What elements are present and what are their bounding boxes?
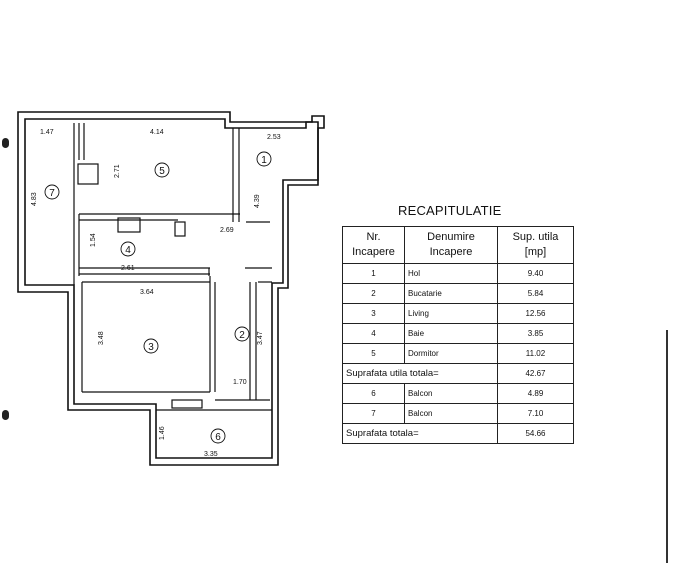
row-area: 4.89 <box>497 383 574 404</box>
table-row: 1 Hol 9.40 <box>342 263 574 284</box>
room-1-marker <box>256 151 272 167</box>
dim-1-47: 1.47 <box>40 129 54 136</box>
header-area: Sup. utila [mp] <box>497 226 574 264</box>
room-markers <box>44 151 272 444</box>
room-4-marker <box>120 241 136 257</box>
dim-4-14: 4.14 <box>150 129 164 136</box>
table-row: 5 Dormitor 11.02 <box>342 343 574 364</box>
row-nr: 6 <box>342 383 405 404</box>
subtotal-value: 42.67 <box>497 363 574 384</box>
dimension-labels: 1.47 4.14 2.53 2.71 4.83 4.39 2.69 1.54 … <box>31 129 281 458</box>
dim-3-48: 3.48 <box>98 331 105 345</box>
row-area: 7.10 <box>497 403 574 424</box>
dim-1-46: 1.46 <box>159 426 166 440</box>
header-nr: Nr. Incapere <box>342 226 405 264</box>
header-name-text: Denumire Incapere <box>427 231 475 258</box>
row-nr: 1 <box>342 263 405 284</box>
row-nr: 3 <box>342 303 405 324</box>
dim-1-54: 1.54 <box>90 233 97 247</box>
row-area: 5.84 <box>497 283 574 304</box>
room-1-number: 1 <box>261 155 267 166</box>
room-3-marker <box>143 338 159 354</box>
room-6-number: 6 <box>215 432 221 443</box>
table-row: 6 Balcon 4.89 <box>342 383 574 404</box>
recap-table: Nr. Incapere Denumire Incapere Sup. util… <box>342 226 574 444</box>
room-6-marker <box>210 428 226 444</box>
row-name: Baie <box>404 323 498 344</box>
punch-hole-mark <box>2 410 9 420</box>
row-name: Dormitor <box>404 343 498 364</box>
row-area: 11.02 <box>497 343 574 364</box>
dim-3-64: 3.64 <box>140 289 154 296</box>
total-row: Suprafata totala= 54.66 <box>342 423 574 444</box>
table-row: 2 Bucatarie 5.84 <box>342 283 574 304</box>
room-7-marker <box>44 184 60 200</box>
dim-1-70: 1.70 <box>233 379 247 386</box>
table-row: 4 Baie 3.85 <box>342 323 574 344</box>
recap-title: RECAPITULATIE <box>398 203 502 218</box>
page-edge-line <box>666 330 668 563</box>
outer-walls <box>17 111 325 466</box>
row-name: Balcon <box>404 383 498 404</box>
row-nr: 2 <box>342 283 405 304</box>
dim-3-47: 3.47 <box>257 331 264 345</box>
row-area: 3.85 <box>497 323 574 344</box>
table-row: 3 Living 12.56 <box>342 303 574 324</box>
room-numbers: 1 2 3 4 5 6 7 <box>49 155 267 443</box>
total-value: 54.66 <box>497 423 574 444</box>
interior-walls <box>73 123 272 411</box>
row-nr: 4 <box>342 323 405 344</box>
dim-4-83: 4.83 <box>31 192 38 206</box>
dim-3-35: 3.35 <box>204 451 218 458</box>
room-2-marker <box>234 326 250 342</box>
dim-2-53: 2.53 <box>267 134 281 141</box>
room-5-number: 5 <box>159 166 165 177</box>
row-area: 12.56 <box>497 303 574 324</box>
header-name: Denumire Incapere <box>404 226 498 264</box>
dim-4-39: 4.39 <box>254 194 261 208</box>
row-name: Living <box>404 303 498 324</box>
room-5-marker <box>154 162 170 178</box>
subtotal-row: Suprafata utila totala= 42.67 <box>342 363 574 384</box>
room-3-number: 3 <box>148 342 154 353</box>
table-header-row: Nr. Incapere Denumire Incapere Sup. util… <box>342 226 574 264</box>
header-area-text: Sup. utila [mp] <box>512 231 559 258</box>
row-area: 9.40 <box>497 263 574 284</box>
row-name: Hol <box>404 263 498 284</box>
row-name: Balcon <box>404 403 498 424</box>
table-row: 7 Balcon 7.10 <box>342 403 574 424</box>
row-nr: 7 <box>342 403 405 424</box>
row-nr: 5 <box>342 343 405 364</box>
header-nr-text: Nr. Incapere <box>352 231 395 258</box>
dim-2-61: 2.61 <box>121 265 135 272</box>
total-label: Suprafata totala= <box>342 423 498 444</box>
dim-2-69: 2.69 <box>220 227 234 234</box>
room-2-number: 2 <box>239 330 245 341</box>
row-name: Bucatarie <box>404 283 498 304</box>
dim-2-71: 2.71 <box>114 164 121 178</box>
room-4-number: 4 <box>125 245 131 256</box>
punch-hole-mark <box>2 138 9 148</box>
subtotal-label: Suprafata utila totala= <box>342 363 498 384</box>
room-7-number: 7 <box>49 188 55 199</box>
